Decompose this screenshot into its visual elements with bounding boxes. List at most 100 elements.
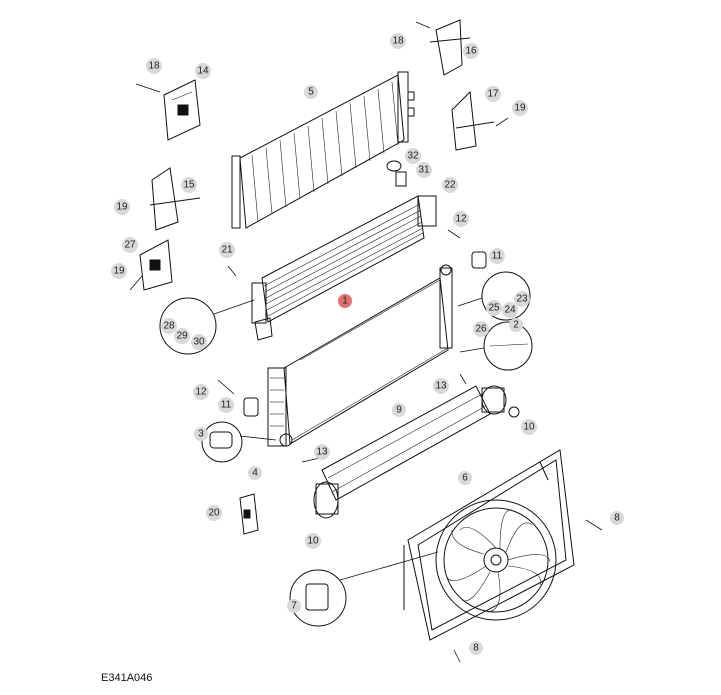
svg-text:12: 12 <box>455 214 467 225</box>
part-32 <box>386 160 402 172</box>
svg-text:19: 19 <box>514 103 526 114</box>
svg-text:1: 1 <box>342 296 348 307</box>
svg-text:26: 26 <box>475 324 487 335</box>
detail-circle-23-24-25 <box>457 271 531 321</box>
callout-13[interactable]: 13 <box>433 378 449 394</box>
callout-26[interactable]: 26 <box>473 321 489 337</box>
detail-circle-28-29-30 <box>159 297 255 355</box>
callout-19[interactable]: 19 <box>111 263 127 279</box>
svg-text:8: 8 <box>473 643 479 654</box>
auxiliary-cooler-part <box>313 385 520 519</box>
callout-19[interactable]: 19 <box>114 199 130 215</box>
svg-text:12: 12 <box>195 387 207 398</box>
svg-text:11: 11 <box>221 400 232 411</box>
callout-1[interactable]: 1 <box>338 294 352 308</box>
svg-text:6: 6 <box>462 473 468 484</box>
callout-9[interactable]: 9 <box>392 403 406 417</box>
svg-text:2: 2 <box>513 320 519 331</box>
fan-shroud-part <box>403 449 575 641</box>
callout-7[interactable]: 7 <box>287 599 301 613</box>
callout-8[interactable]: 8 <box>469 641 483 655</box>
svg-text:13: 13 <box>316 447 328 458</box>
callout-15[interactable]: 15 <box>181 177 197 193</box>
svg-text:13: 13 <box>435 381 447 392</box>
svg-text:30: 30 <box>193 337 205 348</box>
callout-21[interactable]: 21 <box>219 242 235 258</box>
detail-circle-2 <box>459 321 533 371</box>
svg-text:23: 23 <box>516 294 528 305</box>
callout-4[interactable]: 4 <box>248 466 262 480</box>
svg-text:27: 27 <box>124 240 136 251</box>
svg-text:10: 10 <box>307 536 319 547</box>
callout-28[interactable]: 28 <box>161 318 177 334</box>
callout-5[interactable]: 5 <box>304 85 318 99</box>
svg-text:16: 16 <box>465 46 477 57</box>
svg-text:4: 4 <box>252 468 258 479</box>
callout-23[interactable]: 23 <box>514 291 530 307</box>
part-31 <box>395 171 407 187</box>
svg-text:18: 18 <box>148 61 160 72</box>
callout-32[interactable]: 32 <box>405 148 421 164</box>
svg-text:19: 19 <box>116 202 128 213</box>
svg-text:19: 19 <box>113 266 125 277</box>
callout-10[interactable]: 10 <box>305 533 321 549</box>
callout-31[interactable]: 31 <box>416 162 432 178</box>
part-11-right <box>471 251 487 269</box>
callout-12[interactable]: 12 <box>453 211 469 227</box>
svg-text:10: 10 <box>523 422 535 433</box>
callout-18[interactable]: 18 <box>390 33 406 49</box>
bracket-16 <box>429 19 471 76</box>
callout-25[interactable]: 25 <box>486 300 502 316</box>
callout-30[interactable]: 30 <box>191 334 207 350</box>
bracket-27 <box>139 239 173 291</box>
svg-text:31: 31 <box>418 165 430 176</box>
svg-text:25: 25 <box>488 303 500 314</box>
callout-24[interactable]: 24 <box>502 302 518 318</box>
callout-18[interactable]: 18 <box>146 58 162 74</box>
callout-11[interactable]: 11 <box>489 248 505 264</box>
callout-13[interactable]: 13 <box>314 444 330 460</box>
svg-text:22: 22 <box>444 180 456 191</box>
callout-16[interactable]: 16 <box>463 43 479 59</box>
svg-text:28: 28 <box>163 321 175 332</box>
callout-10[interactable]: 10 <box>521 419 537 435</box>
callout-29[interactable]: 29 <box>174 328 190 344</box>
svg-text:21: 21 <box>221 245 233 256</box>
svg-text:29: 29 <box>176 331 188 342</box>
callout-14[interactable]: 14 <box>195 63 211 79</box>
figure-id: E341A046 <box>101 672 153 684</box>
callout-20[interactable]: 20 <box>206 505 222 521</box>
svg-text:17: 17 <box>487 89 499 100</box>
callout-3[interactable]: 3 <box>194 427 208 441</box>
callout-6[interactable]: 6 <box>458 471 472 485</box>
svg-text:9: 9 <box>396 405 402 416</box>
callout-19[interactable]: 19 <box>512 100 528 116</box>
svg-text:7: 7 <box>291 601 297 612</box>
part-20 <box>239 493 259 535</box>
bracket-17 <box>451 90 495 151</box>
svg-text:3: 3 <box>198 429 204 440</box>
callout-17[interactable]: 17 <box>485 86 501 102</box>
condenser-part <box>231 71 415 229</box>
svg-text:20: 20 <box>208 508 220 519</box>
svg-text:24: 24 <box>504 305 516 316</box>
callout-12[interactable]: 12 <box>193 384 209 400</box>
svg-text:32: 32 <box>407 151 419 162</box>
svg-text:14: 14 <box>197 66 209 77</box>
svg-text:11: 11 <box>492 251 503 262</box>
detail-circle-7 <box>289 551 439 627</box>
callout-27[interactable]: 27 <box>122 237 138 253</box>
svg-text:8: 8 <box>614 513 620 524</box>
callout-11[interactable]: 11 <box>218 397 234 413</box>
callout-8[interactable]: 8 <box>610 511 624 525</box>
callout-2[interactable]: 2 <box>509 318 523 332</box>
svg-text:18: 18 <box>392 36 404 47</box>
svg-text:5: 5 <box>308 87 314 98</box>
radiator-part <box>267 264 453 447</box>
callout-22[interactable]: 22 <box>442 177 458 193</box>
bracket-15 <box>149 167 201 231</box>
bracket-14 <box>163 79 201 141</box>
leader-lines <box>129 21 603 663</box>
svg-text:15: 15 <box>183 180 195 191</box>
